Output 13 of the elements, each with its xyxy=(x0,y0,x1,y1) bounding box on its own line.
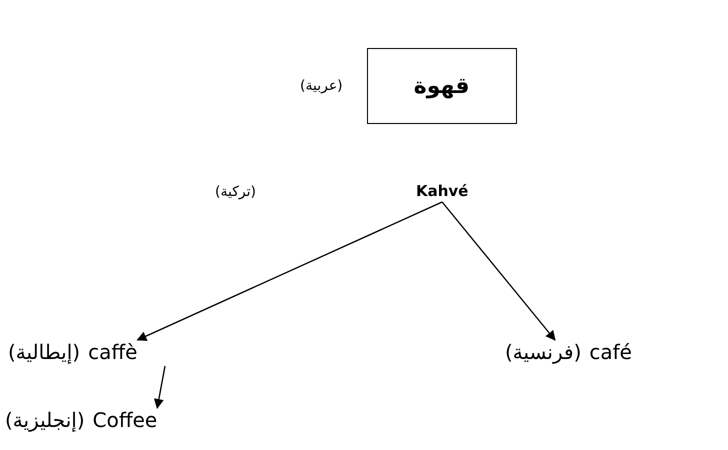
language-label: (عربية) xyxy=(300,78,343,94)
word-label: Coffee xyxy=(92,408,158,432)
word-label: caffè xyxy=(88,340,138,364)
arrow xyxy=(442,202,556,341)
word-label: Kahvé xyxy=(416,182,468,200)
word-label: café xyxy=(589,340,632,364)
language-label: (تركية) xyxy=(215,184,256,200)
language-label: (إنجليزية) xyxy=(5,408,85,432)
arrow xyxy=(136,201,442,341)
language-label: (فرنسية) xyxy=(505,340,582,364)
arrow xyxy=(154,366,166,409)
language-label: (إيطالية) xyxy=(8,340,80,364)
word-label: قهوة xyxy=(414,74,470,98)
